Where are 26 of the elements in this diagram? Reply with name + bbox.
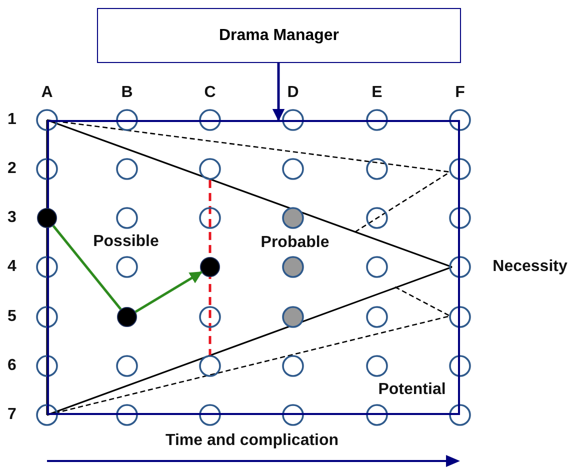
row-label: 1: [8, 111, 16, 129]
state-circle: [200, 257, 220, 277]
row-label: 5: [8, 308, 16, 326]
arrow: [272, 63, 285, 122]
row-label: 4: [8, 258, 16, 276]
row-label: 6: [8, 357, 16, 375]
connector-line: [52, 225, 122, 310]
region-label: Necessity: [492, 258, 568, 276]
column-label: F: [455, 84, 465, 102]
axis-label: Time and complication: [165, 432, 339, 450]
row-label: 2: [8, 160, 16, 178]
state-circle: [117, 307, 137, 327]
row-label: 7: [8, 406, 16, 424]
region-label: Probable: [260, 234, 330, 252]
state-circle: [37, 208, 57, 228]
region-label: Potential: [378, 381, 446, 399]
column-label: D: [287, 84, 299, 102]
column-label: A: [41, 84, 53, 102]
region-label: Possible: [93, 233, 159, 251]
box-title: Drama Manager: [218, 26, 340, 44]
column-label: E: [372, 84, 382, 102]
arrow: [134, 271, 202, 313]
manager-box: [97, 8, 461, 63]
column-label: C: [204, 84, 216, 102]
row-label: 3: [8, 209, 16, 227]
column-label: B: [121, 84, 133, 102]
